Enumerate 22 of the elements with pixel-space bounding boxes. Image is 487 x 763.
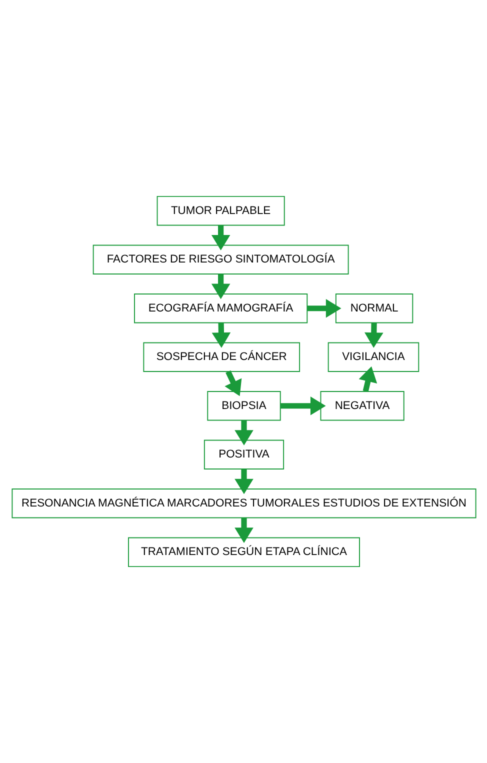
node-box: VIGILANCIA [327,342,419,372]
arrow [234,469,253,494]
arrow [211,322,230,348]
arrow [358,366,377,392]
node-box: RESONANCIA MAGNÉTICA MARCADORES TUMORALES ESTUDIOS DE EXTENSIÓN [11,488,476,518]
arrow [234,518,253,543]
node-box: SOSPECHA DE CÁNCER [142,342,300,372]
node-box: POSITIVA [203,440,284,470]
node-box: NORMAL [334,294,413,324]
arrow [234,420,253,446]
node-box: TRATAMIENTO SEGÚN ETAPA CLÍNICA [128,537,360,568]
arrow [210,274,230,300]
arrow [210,225,230,250]
node-box: ECOGRAFÍA MAMOGRAFÍA [134,294,308,324]
arrow [306,298,341,318]
arrow [364,322,383,348]
node-box: TUMOR PALPABLE [156,196,284,226]
arrow [280,396,326,416]
arrow [224,370,242,396]
node-box: NEGATIVA [320,391,404,421]
node-box: FACTORES DE RIESGO SINTOMATOLOGÍA [92,244,348,274]
node-box: BIOPSIA [206,391,280,421]
